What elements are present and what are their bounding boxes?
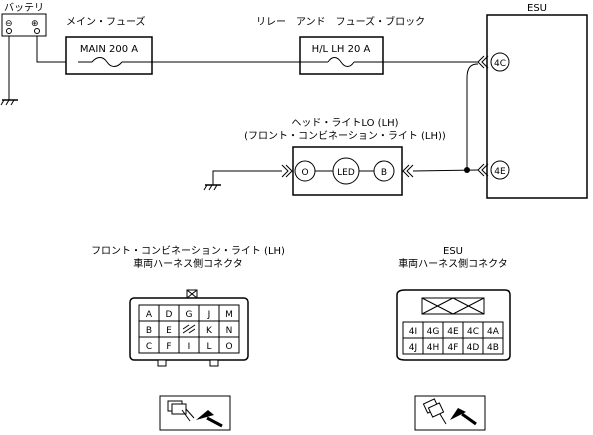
esu-connector-pin-label: 4J (409, 343, 417, 353)
fuse-icon (91, 57, 123, 67)
front-connector-pin-label: C (146, 342, 152, 352)
esu-connector-pin-label: 4B (487, 343, 499, 353)
main-fuse-label: MAIN 200 A (80, 44, 138, 55)
relay-block-title: リレー アンド フューズ・ブロック (256, 15, 425, 28)
front-connector-pin-label: G (186, 310, 193, 320)
front-connector-pin-label: A (146, 310, 153, 320)
front-connector-pin-label: F (166, 342, 171, 352)
connector-lock-mark (421, 297, 485, 315)
connector-lock-mark (421, 297, 485, 315)
ground-icon (0, 99, 18, 106)
esu-connector-subtitle: 車両ハーネス側コネクタ (398, 257, 508, 270)
front-connector-pin-label: N (226, 326, 233, 336)
esu-connector-pin-label: 4H (427, 343, 440, 353)
battery-plus-terminal (34, 28, 40, 34)
esu-connector-title: ESU (443, 246, 463, 257)
front-connector-pin-label: J (207, 310, 211, 320)
front-connector-cell (218, 336, 240, 354)
esu-connector-pin-grid: 4I 4G 4E 4C 4A 4J 4H 4F 4D 4B (402, 321, 504, 355)
esu-pin-4c (490, 52, 510, 72)
main-fuse-title: メイン・フューズ (66, 15, 146, 28)
battery-label: バッテリ (4, 2, 44, 14)
esu-connector-pin-label: 4D (467, 343, 480, 353)
headlight-pin-o-label: O (301, 168, 308, 178)
relay-fuse-box (299, 36, 384, 75)
front-connector-pin-label: E (166, 326, 172, 336)
front-connector-pin-label: M (225, 310, 233, 320)
relay-fuse-label: H/L LH 20 A (312, 44, 371, 55)
esu-pin-4e (490, 160, 510, 180)
headlight-subtitle: (フロント・コンビネーション・ライト (LH)) (244, 130, 446, 142)
headlight-pin-b-label: B (381, 168, 387, 178)
front-connector-title: フロント・コンビネーション・ライト (LH) (91, 245, 285, 257)
connector-chevron-icon (477, 55, 489, 69)
connector-view-icon (159, 395, 231, 431)
shield-wire (466, 63, 479, 170)
connector-foot (209, 359, 219, 367)
headlight-pin-b (373, 160, 395, 182)
front-connector-pin-grid: A D G J M B E K N C F I L O (138, 304, 240, 354)
battery-minus-symbol: ⊖ (5, 19, 13, 29)
battery-plus-symbol: ⊕ (31, 19, 39, 29)
blank-cavity-icon (182, 324, 196, 334)
front-connector-pin-label: B (146, 326, 152, 336)
esu-connector-pin-label: 4E (447, 327, 459, 337)
esu-pin-4c-label: 4C (494, 59, 506, 69)
battery-positive-wire (36, 36, 78, 63)
front-connector-pin-label: O (225, 342, 232, 352)
connector-chevron-icon (402, 164, 414, 178)
front-connector-pin-label: K (206, 326, 213, 336)
front-connector-subtitle: 車両ハーネス側コネクタ (133, 257, 243, 270)
esu-connector-pin-label: 4G (427, 327, 440, 337)
front-connector-pin-label: D (166, 310, 173, 320)
connector-foot (157, 359, 167, 367)
esu-pin-4e-label: 4E (494, 167, 506, 177)
headlight-title: ヘッド・ライトLO (LH) (291, 117, 398, 129)
front-connector-pin-label: L (206, 342, 211, 352)
headlight-ground-wire (212, 170, 282, 185)
connector-latch-mark (186, 289, 198, 299)
connector-view-icon (414, 395, 486, 431)
ground-icon (203, 184, 221, 191)
connector-lock (421, 297, 485, 315)
connector-chevron-icon (281, 164, 293, 178)
esu-connector-pin-label: 4A (487, 327, 500, 337)
front-connector-pin-label: I (188, 342, 191, 352)
fuse-icon (327, 57, 355, 67)
main-fuse-box (65, 36, 153, 75)
battery-minus-terminal (6, 28, 12, 34)
esu-connector-pin-label: 4F (448, 343, 459, 353)
esu-title: ESU (527, 3, 547, 14)
headlight-led-label: LED (337, 168, 355, 178)
esu-connector-pin-label: 4I (409, 327, 417, 337)
esu-connector-cell (482, 337, 504, 355)
esu-connector-pin-label: 4C (467, 327, 479, 337)
